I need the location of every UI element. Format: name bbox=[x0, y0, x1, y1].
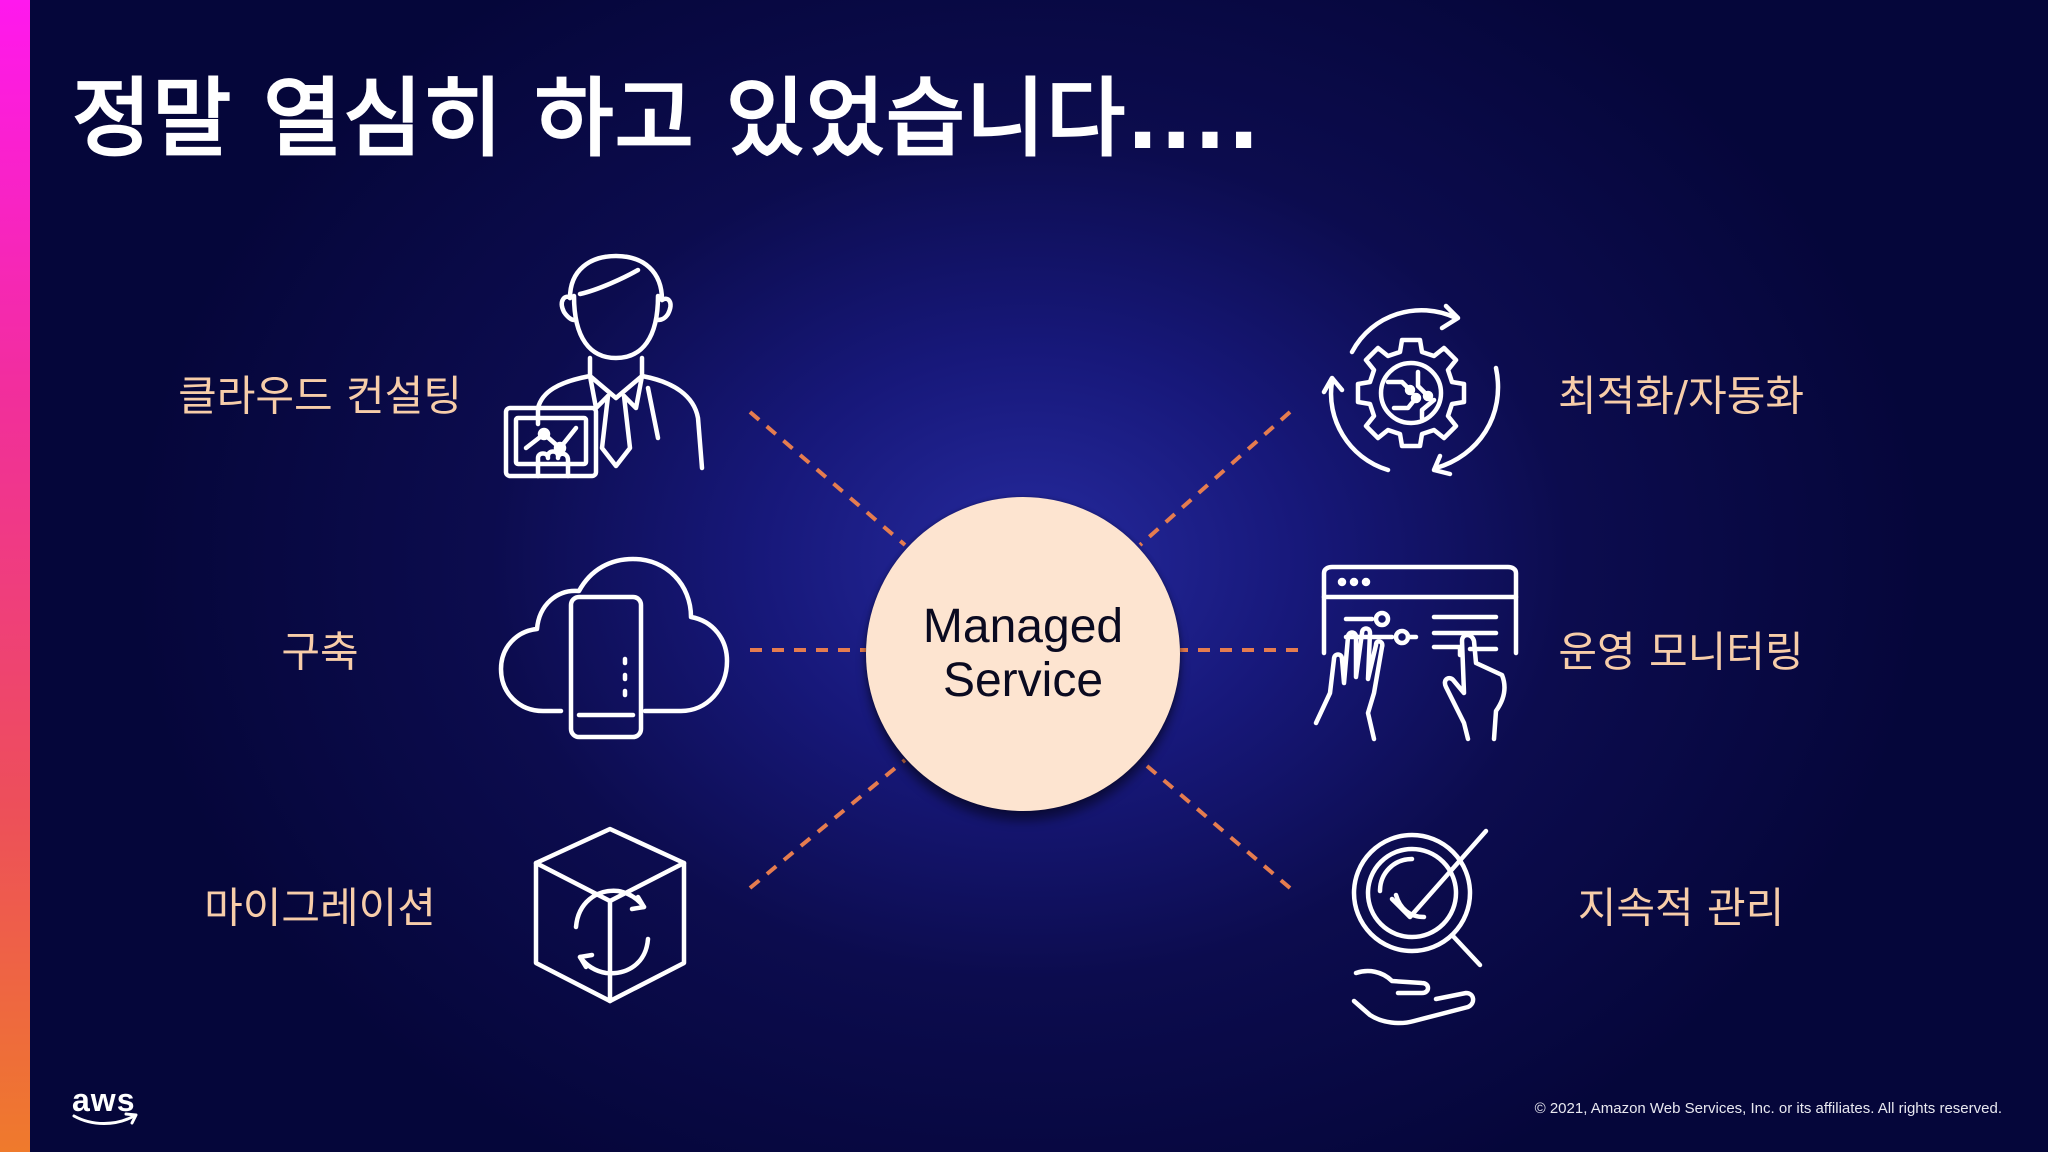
label-cloud-consulting: 클라우드 컨설팅 bbox=[178, 371, 462, 421]
consultant-icon bbox=[503, 253, 705, 479]
center-line-2: Service bbox=[942, 654, 1104, 707]
connector-top-left bbox=[748, 410, 907, 547]
copyright-text: © 2021, Amazon Web Services, Inc. or its… bbox=[1534, 1100, 2002, 1117]
center-line-1: Managed bbox=[922, 600, 1124, 653]
monitoring-dashboard-icon bbox=[1313, 564, 1519, 742]
label-build: 구축 bbox=[281, 627, 359, 677]
automation-gear-icon bbox=[1321, 303, 1501, 477]
migration-cube-icon bbox=[533, 826, 687, 1004]
connector-bottom-left bbox=[748, 758, 907, 890]
label-migration: 마이그레이션 bbox=[204, 883, 436, 933]
managed-service-node: Managed Service bbox=[866, 497, 1180, 811]
cloud-server-icon bbox=[498, 556, 730, 740]
label-continuous-management: 지속적 관리 bbox=[1577, 883, 1785, 933]
aws-logo: aws bbox=[72, 1082, 136, 1118]
connector-top-right bbox=[1138, 410, 1292, 547]
label-operations-monitoring: 운영 모니터링 bbox=[1558, 627, 1804, 677]
connector-bottom-right bbox=[1138, 758, 1292, 890]
aws-smile-icon bbox=[72, 1112, 138, 1125]
continuous-management-icon bbox=[1351, 828, 1489, 1026]
accent-bar bbox=[0, 0, 30, 1152]
label-optimization-automation: 최적화/자동화 bbox=[1558, 371, 1804, 421]
slide-title: 정말 열심히 하고 있었습니다.... bbox=[72, 69, 1261, 169]
